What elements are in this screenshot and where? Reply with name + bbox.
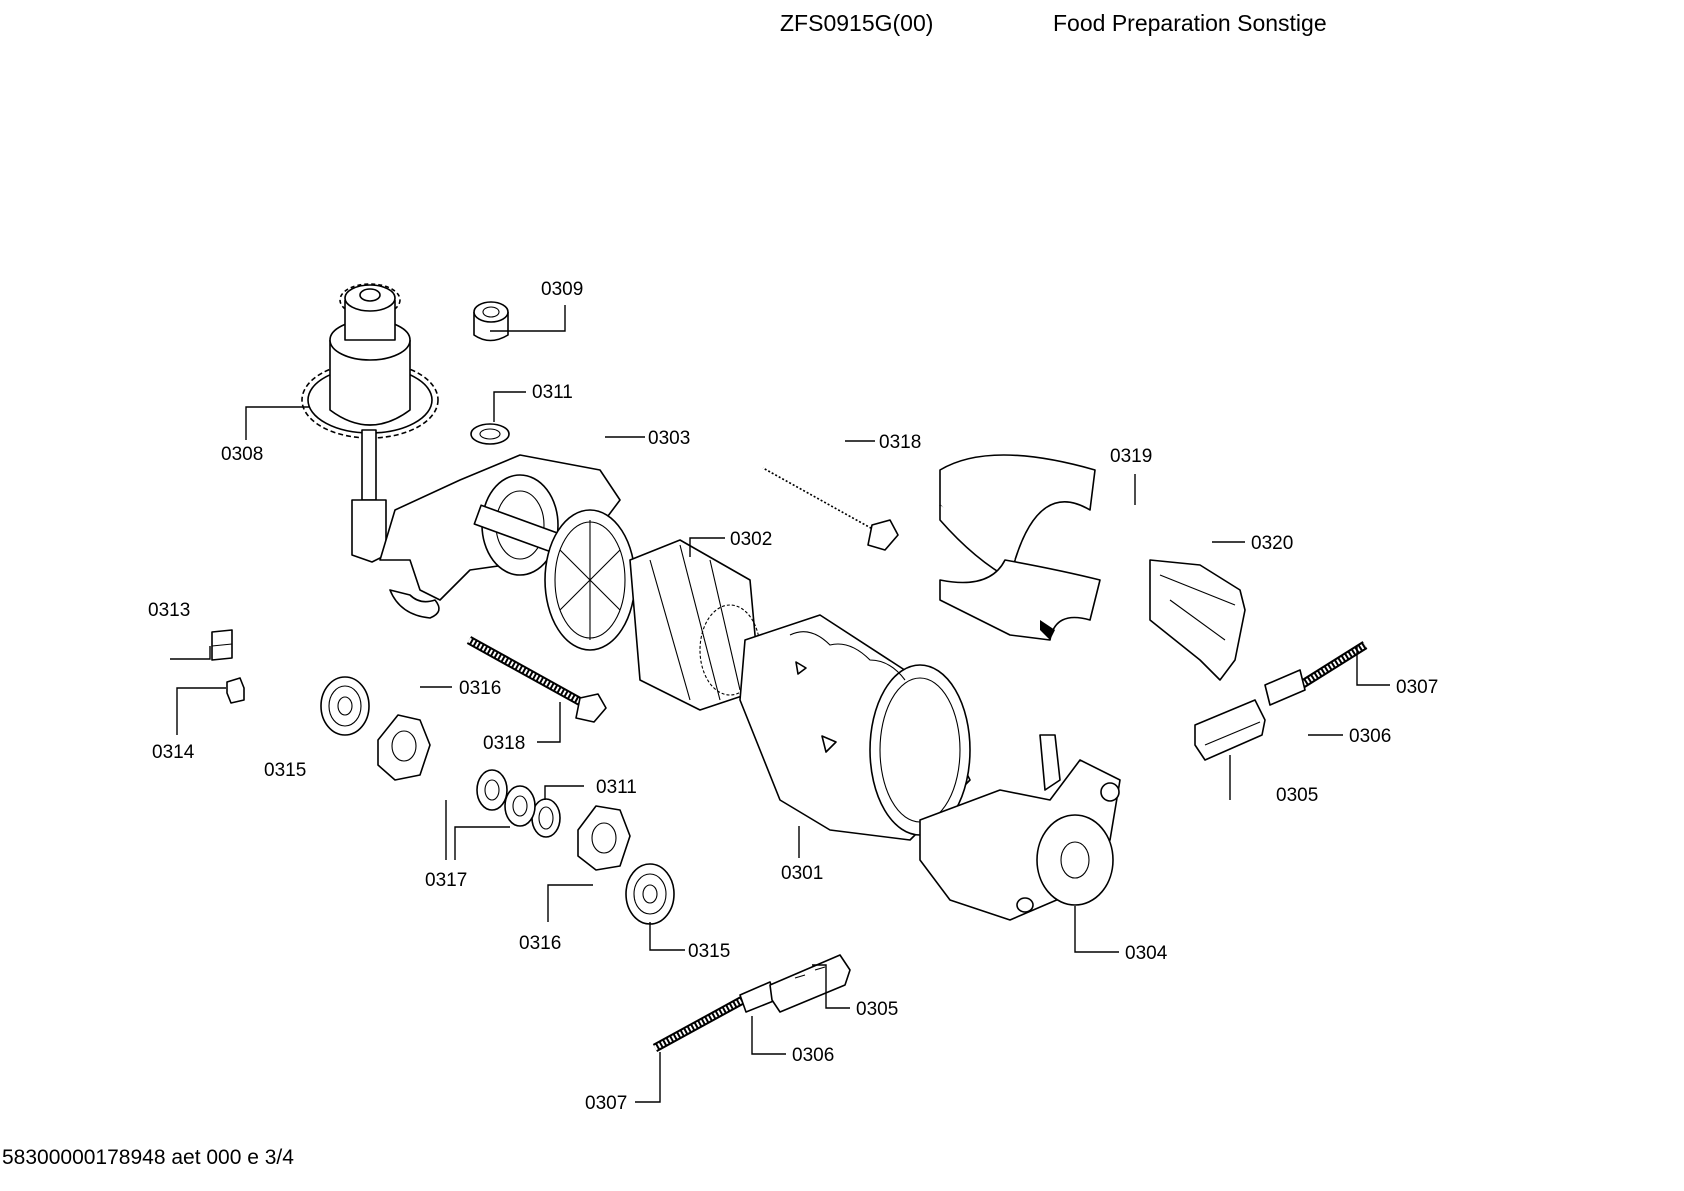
callout-0306-bottom: 0306	[792, 1045, 834, 1066]
magnet-segment-0319-top	[939, 454, 1096, 581]
callout-0302: 0302	[730, 529, 772, 550]
stator-housing-0301	[739, 614, 971, 841]
product-category: Food Preparation Sonstige	[1053, 10, 1327, 36]
callout-0308: 0308	[221, 444, 263, 465]
brush-assembly-bottom	[652, 954, 851, 1052]
callout-0307-right: 0307	[1396, 677, 1438, 698]
washer-0317	[476, 769, 536, 827]
magnet-segment-0319-bottom	[939, 559, 1101, 641]
callout-0319: 0319	[1110, 446, 1152, 467]
callout-0304: 0304	[1125, 943, 1168, 964]
callout-0303: 0303	[648, 428, 690, 449]
motor-bracket-0303	[379, 454, 621, 619]
bearing-0315-bottom	[625, 863, 675, 925]
callout-0317: 0317	[425, 870, 467, 891]
callout-0307-bottom: 0307	[585, 1093, 627, 1114]
callout-0311-top: 0311	[532, 382, 573, 403]
callout-0311-bottom: 0311	[596, 777, 637, 798]
callout-0320: 0320	[1251, 533, 1293, 554]
callout-0318-top: 0318	[879, 432, 921, 453]
screw-0318-bottom	[466, 636, 607, 723]
bearing-holder-0316-bottom	[577, 805, 631, 871]
bearing-0315-top	[320, 676, 370, 736]
callout-labels: 0309 0311 0308 0303 0318 0319 0320 0302 …	[148, 279, 1438, 1114]
callout-0315-top: 0315	[264, 760, 306, 781]
callout-0318-bottom: 0318	[483, 733, 525, 754]
contact-plate-0313	[211, 629, 233, 661]
callout-0315-bottom: 0315	[688, 941, 730, 962]
armature-0302	[544, 509, 761, 711]
bearing-holder-0316-top	[377, 714, 431, 781]
callout-0305-bottom: 0305	[856, 999, 898, 1020]
brush-assembly-right	[1194, 641, 1368, 761]
washer-0311-bottom	[531, 798, 561, 838]
callout-0306-right: 0306	[1349, 726, 1391, 747]
callout-0316-top: 0316	[459, 678, 501, 699]
end-bracket-0304	[919, 734, 1121, 921]
gear-shaft-0308	[301, 283, 439, 563]
callout-0316-bottom: 0316	[519, 933, 561, 954]
contact-cube-0314	[226, 677, 245, 704]
screw-0318-top	[761, 465, 899, 551]
callout-0309: 0309	[541, 279, 583, 300]
retaining-clip-0320	[1149, 559, 1246, 681]
bushing-0309	[473, 301, 509, 342]
callout-0301: 0301	[781, 863, 823, 884]
model-number: ZFS0915G(00)	[780, 10, 934, 36]
callout-0305-right: 0305	[1276, 785, 1318, 806]
document-id: 58300000178948 aet 000 e 3/4	[2, 1146, 294, 1169]
leader-lines	[170, 305, 1390, 1103]
washer-0311-top	[470, 423, 510, 445]
callout-0313: 0313	[148, 600, 190, 621]
callout-0314: 0314	[152, 742, 195, 763]
